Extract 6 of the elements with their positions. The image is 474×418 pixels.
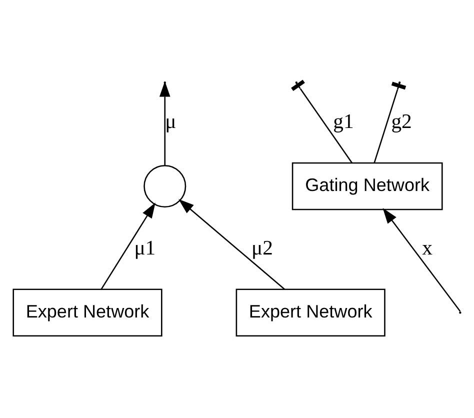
edge-label: g1 [333,110,354,133]
edge-label: x [422,237,432,260]
edge-label: μ [165,110,176,133]
edge-label: μ2 [252,237,273,260]
edge-label: g2 [391,110,412,133]
edge-label: μ1 [134,237,156,260]
